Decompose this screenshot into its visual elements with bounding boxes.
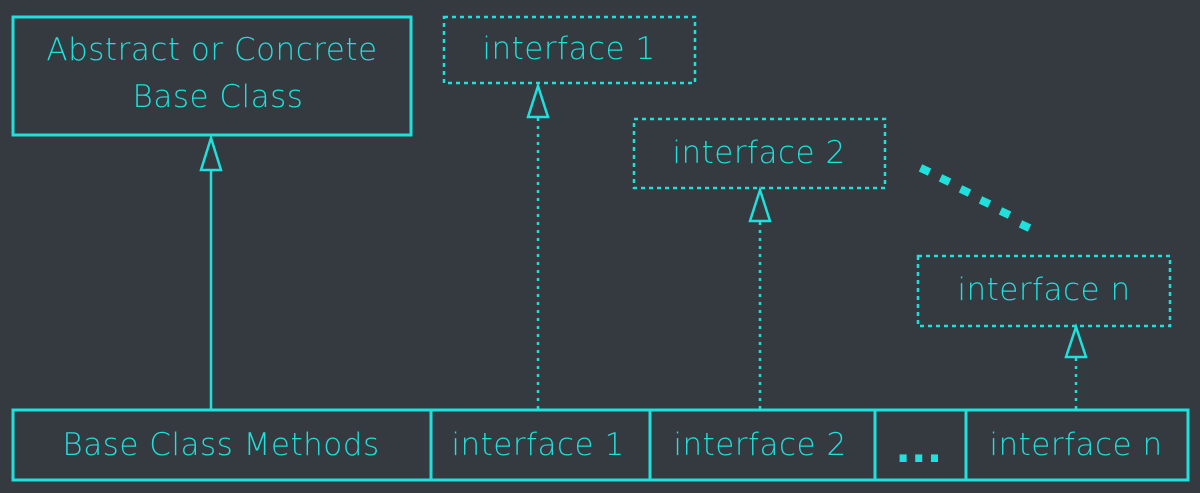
composite-row-box: [11, 408, 1190, 482]
interface-1-box: [442, 15, 697, 85]
interface-1-label: interface 1: [482, 31, 655, 67]
inheritance-arrow-base: [199, 133, 223, 410]
row-cell-ellipsis: ...: [895, 426, 942, 472]
composite-class-row: Base Class Methods interface 1 interface…: [11, 408, 1190, 482]
ellipsis-dot: [1018, 220, 1032, 232]
base-class-title-line1: Abstract or Concrete: [46, 32, 377, 68]
interface-2-label: interface 2: [672, 135, 845, 171]
base-class-title-line2: Base Class: [133, 79, 304, 115]
interface-ellipsis-dots: [918, 164, 1032, 232]
interface-2-node: interface 2: [632, 117, 887, 190]
row-cell-interface-2: interface 2: [673, 427, 846, 463]
base-class-box: [11, 15, 413, 137]
interface-n-node: interface n: [916, 254, 1172, 328]
base-class-node: Abstract or Concrete Base Class: [11, 15, 413, 137]
realization-arrowhead-interface-2: [748, 185, 772, 223]
realization-arrow-interface-n: [1064, 323, 1088, 410]
interface-n-box: [916, 254, 1172, 328]
interface-n-label: interface n: [957, 272, 1130, 308]
ellipsis-dot: [998, 207, 1012, 219]
ellipsis-dot: [958, 185, 972, 197]
realization-arrow-interface-1: [526, 81, 550, 410]
ellipsis-dot: [978, 196, 992, 208]
ellipsis-dot: [938, 174, 952, 186]
row-cell-interface-1: interface 1: [451, 427, 624, 463]
realization-arrowhead-interface-1: [526, 81, 550, 119]
row-cell-base-class-methods: Base Class Methods: [62, 427, 379, 463]
realization-arrowhead-interface-n: [1064, 323, 1088, 359]
row-cell-interface-n: interface n: [989, 427, 1162, 463]
realization-arrow-interface-2: [748, 185, 772, 410]
ellipsis-dot: [918, 164, 932, 176]
inheritance-arrowhead-base: [199, 133, 223, 172]
interface-1-node: interface 1: [442, 15, 697, 85]
